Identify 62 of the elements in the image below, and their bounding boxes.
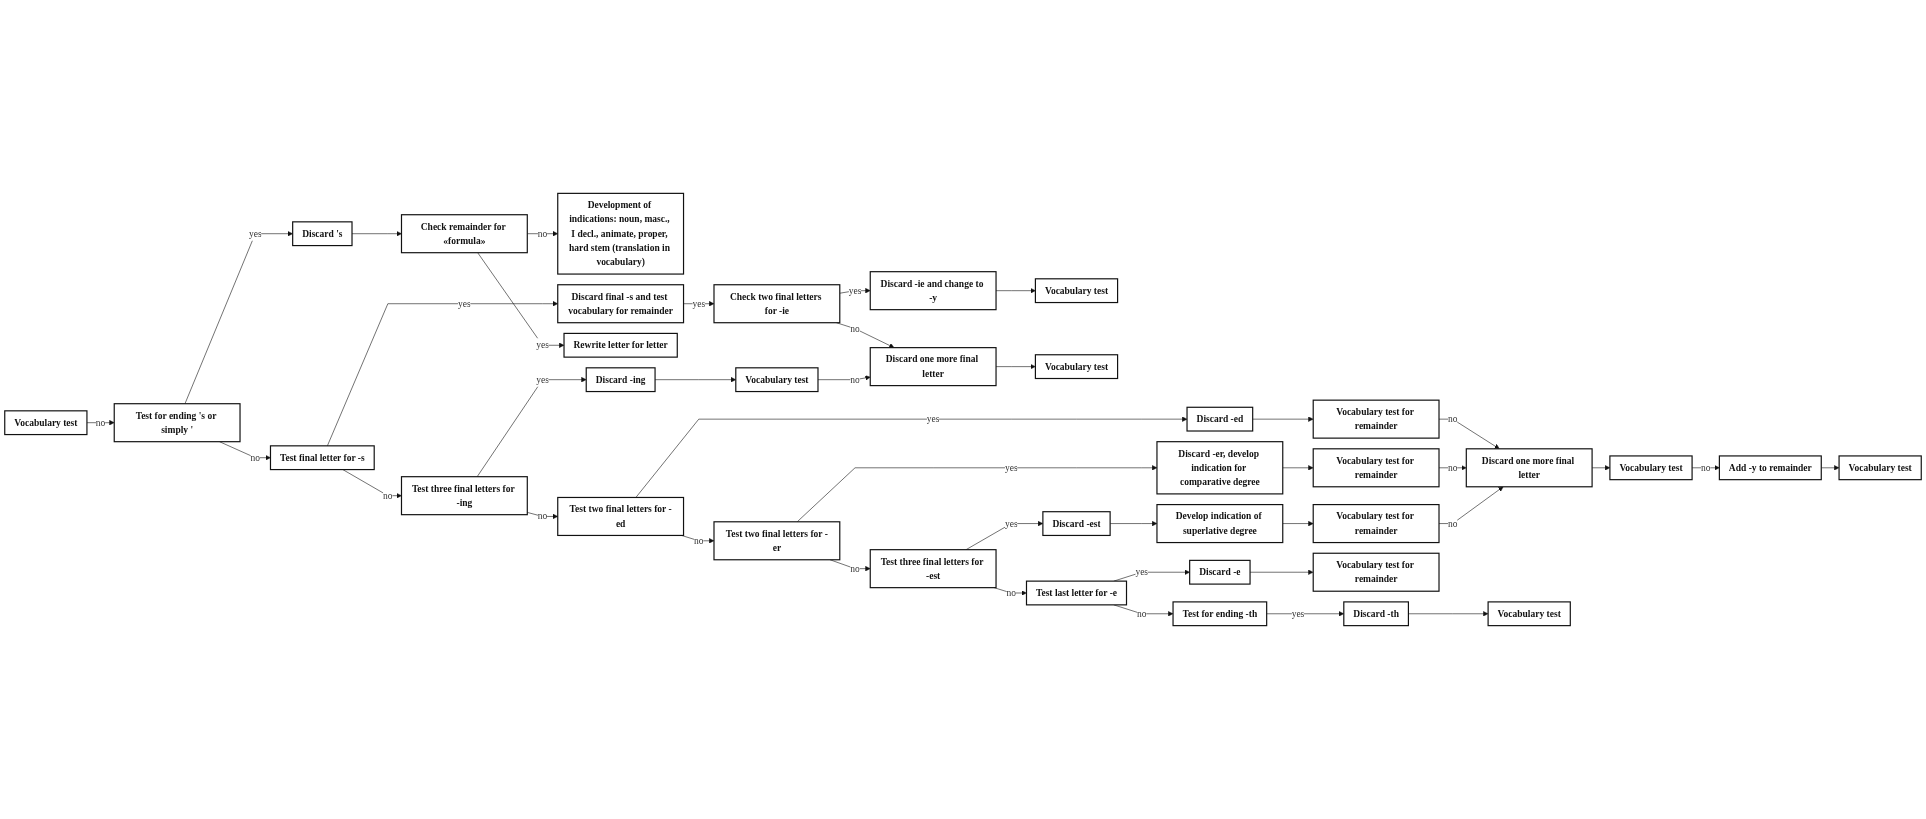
edge-label: no [850,563,860,574]
node-box: Discard -ed [1186,406,1254,432]
node-box: Discard -e [1189,559,1251,585]
node-box: Add -y to remainder [1718,455,1822,481]
node-box: Vocabulary test [1487,601,1571,627]
node-box: Discard -ing [585,367,656,393]
node-box: Vocabulary test for remainder [1312,552,1440,592]
node-box: Test two final letters for -ed [557,496,685,537]
edge-label: no [694,535,704,546]
node-box: Discard one more final letter [1465,448,1593,488]
node-box: Test for ending 's or simply ' [113,403,241,443]
node-box: Test for ending -th [1172,601,1268,627]
node-box: Test two final letters for -er [713,521,841,561]
edge-label: no [537,511,548,522]
edge-label: no [1136,608,1147,619]
node-box: Test three final letters for -ing [400,476,528,516]
edge-label: no [1700,462,1711,473]
node-box: Vocabulary test [1034,278,1119,304]
node-box: Vocabulary test [1034,354,1119,380]
node-box: Rewrite letter for letter [563,332,678,358]
node-box: Develop indication of superlative degree [1156,504,1284,544]
edge-label: yes [926,413,940,424]
node-box: Test three final letters for -est [869,549,997,589]
node-box: Test final letter for -s [269,445,375,471]
edge-label: yes [1135,566,1149,577]
edge-label: yes [536,374,549,385]
node-box: Vocabulary test for remainder [1312,399,1440,439]
node-box: Test last letter for -e [1025,580,1128,606]
edge-label: yes [458,298,471,309]
node-box: Discard -er, develop indication for comparative degree [1156,441,1284,495]
edge-label: no [537,228,548,239]
node-box: Check remainder for «formula» [400,214,528,254]
edge-label: no [1006,587,1017,598]
node-box: Vocabulary test for remainder [1312,448,1440,488]
edge-label: yes [1004,462,1018,473]
node-box: Vocabulary test [1609,455,1693,481]
node-box: Vocabulary test [1838,455,1922,481]
edge-label: yes [536,339,549,351]
edge-label: no [1447,518,1458,529]
node-box: Check two final letters for -ie [713,284,841,324]
edge-label: no [1447,462,1458,473]
node-box: Development of indications: noun, masc., I decl., animate, proper, hard stem (translation in vocabulary) [557,192,685,275]
edge-label: no [850,374,860,385]
edge-label: yes [1004,518,1018,529]
edge-label: no [850,323,860,334]
node-box: Vocabulary test for remainder [1312,504,1440,544]
edge-label: no [250,452,260,463]
node-box: Vocabulary test [4,410,88,436]
edge-label: yes [848,285,862,296]
edge-label: no [95,417,106,428]
edge-label: yes [248,228,262,239]
edge-label: no [1447,413,1458,424]
node-box: Vocabulary test [735,367,819,393]
node-box: Discard final -s and test vocabulary for remainder [557,284,685,324]
edge-label: yes [692,298,706,309]
node-box: Discard -est [1042,511,1111,537]
node-box: Discard -th [1343,601,1409,627]
node-box: Discard one more final letter [869,347,997,387]
node-box: Discard -ie and change to -y [869,271,997,311]
edge-label: no [383,490,393,501]
node-box: Discard 's [292,221,353,247]
edge-label: yes [1291,608,1305,619]
